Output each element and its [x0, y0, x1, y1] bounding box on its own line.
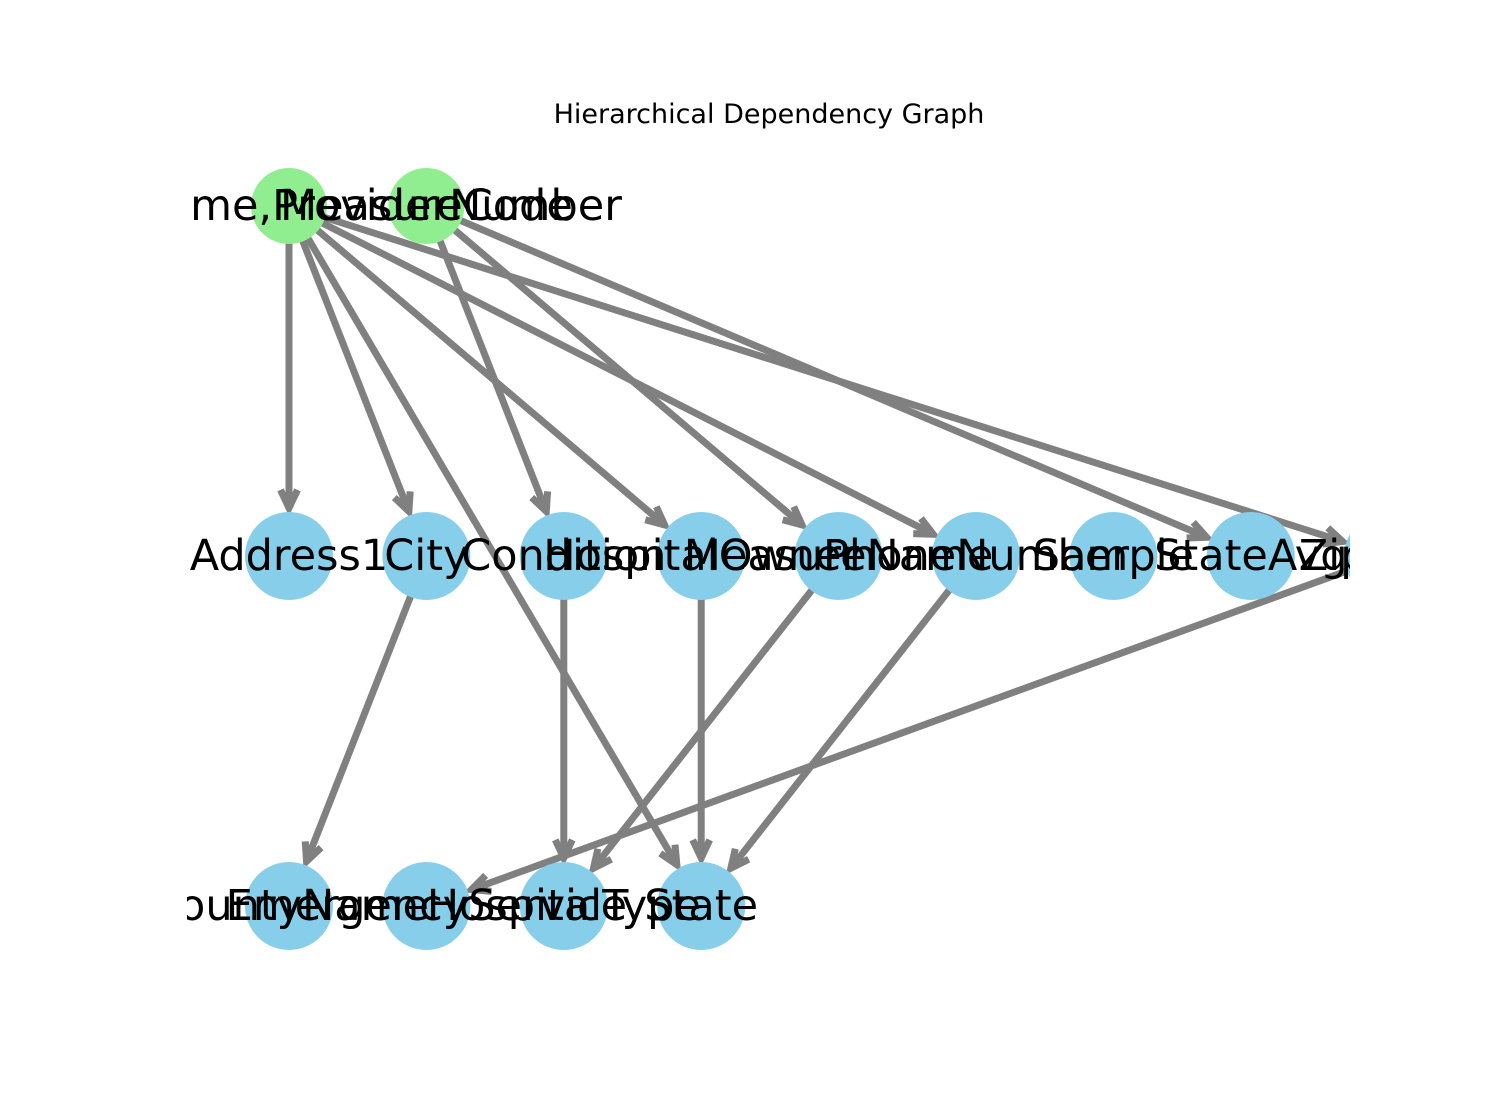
node-measurename: [794, 512, 883, 600]
node-hospitalowner: [657, 512, 746, 600]
edge-line: [285, 204, 413, 513]
node-layer: [245, 168, 1350, 950]
node-label-emergencyservice: EmergencyService: [226, 881, 627, 931]
node-city: [382, 512, 471, 600]
edge-line: [303, 554, 430, 863]
arrowhead: [529, 491, 552, 519]
arrowhead: [277, 488, 301, 517]
arrowhead: [689, 838, 713, 867]
node-condition: [519, 512, 608, 600]
arrowhead: [725, 847, 751, 875]
node-state: [657, 862, 746, 950]
plot-area: HospitalName,ProviderNumberMeasureCodeAd…: [0, 168, 1478, 950]
node-countyname: [245, 862, 333, 950]
node-label-stateavg: StateAvg: [1154, 531, 1347, 581]
node-stateavg: [1206, 512, 1295, 600]
node-label-phonenumber: PhoneNumber: [823, 531, 1129, 581]
node-label-countyname: CountyName: [149, 881, 429, 931]
edge-hospitalname-providernumber-to-hospitalowner: [286, 203, 671, 531]
edge-line: [728, 553, 979, 871]
edge-hospitalname-providernumber-to-city: [285, 204, 414, 519]
edge-hospitalowner-to-state: [689, 556, 713, 867]
node-label-measurename: MeasureName: [684, 531, 994, 581]
node-hospitaltype: [519, 862, 608, 950]
node-label-zipcode: ZipCode: [1299, 531, 1478, 581]
node-label-condition: Condition: [461, 531, 666, 581]
node-label-hospitalowner: HospitalOwner: [543, 531, 859, 581]
edge-measurecode-to-condition: [423, 204, 552, 519]
node-label-state: State: [644, 881, 758, 931]
arrowhead: [588, 847, 613, 875]
node-hospitalname-providernumber: [251, 168, 327, 244]
arrowhead: [391, 491, 414, 519]
arrowhead: [1322, 525, 1350, 548]
node-emergencyservice: [382, 862, 471, 950]
node-phonenumber: [932, 512, 1020, 600]
edge-line: [286, 203, 667, 528]
edge-measurecode-to-measurename: [424, 203, 809, 531]
arrowhead: [463, 872, 492, 895]
edge-measurename-to-hospitaltype: [588, 553, 842, 875]
arrowhead: [781, 505, 809, 531]
edge-layer: [277, 202, 1350, 895]
edge-line: [423, 204, 550, 513]
edge-line: [590, 553, 842, 871]
node-measurecode: [388, 168, 465, 244]
node-label-address1: Address1: [190, 531, 389, 581]
edge-line: [285, 204, 680, 867]
node-sample: [1069, 512, 1158, 600]
graph-title: Hierarchical Dependency Graph: [554, 99, 985, 130]
arrowhead: [658, 844, 682, 872]
edge-hospitalname-providernumber-to-state: [285, 204, 682, 872]
node-label-hospitalname-providernumber: HospitalName,ProviderNumber: [0, 181, 622, 231]
arrowhead: [301, 841, 324, 869]
edge-phonenumber-to-state: [725, 553, 979, 875]
arrowhead: [1186, 519, 1215, 542]
node-label-city: City: [384, 531, 468, 581]
edge-line: [424, 203, 805, 528]
edge-city-to-countyname: [301, 554, 430, 869]
edge-hospitalname-providernumber-to-phonenumber: [287, 202, 941, 538]
arrowhead: [644, 505, 671, 531]
node-address1: [245, 512, 333, 600]
edge-line: [287, 202, 935, 538]
node-zipcode: [1344, 534, 1350, 578]
node-label-sample: Sample: [1033, 531, 1194, 581]
arrowhead: [552, 838, 576, 867]
edge-hospitalname-providernumber-to-address1: [277, 206, 301, 517]
node-label-measurecode: MeasureCode: [280, 181, 573, 231]
arrowhead: [913, 516, 941, 538]
edge-measurecode-to-stateavg: [425, 202, 1215, 542]
label-layer: HospitalName,ProviderNumberMeasureCodeAd…: [0, 181, 1478, 931]
edge-line: [425, 202, 1208, 541]
node-label-hospitaltype: HospitalType: [427, 881, 701, 931]
edge-condition-to-hospitaltype: [552, 556, 576, 867]
